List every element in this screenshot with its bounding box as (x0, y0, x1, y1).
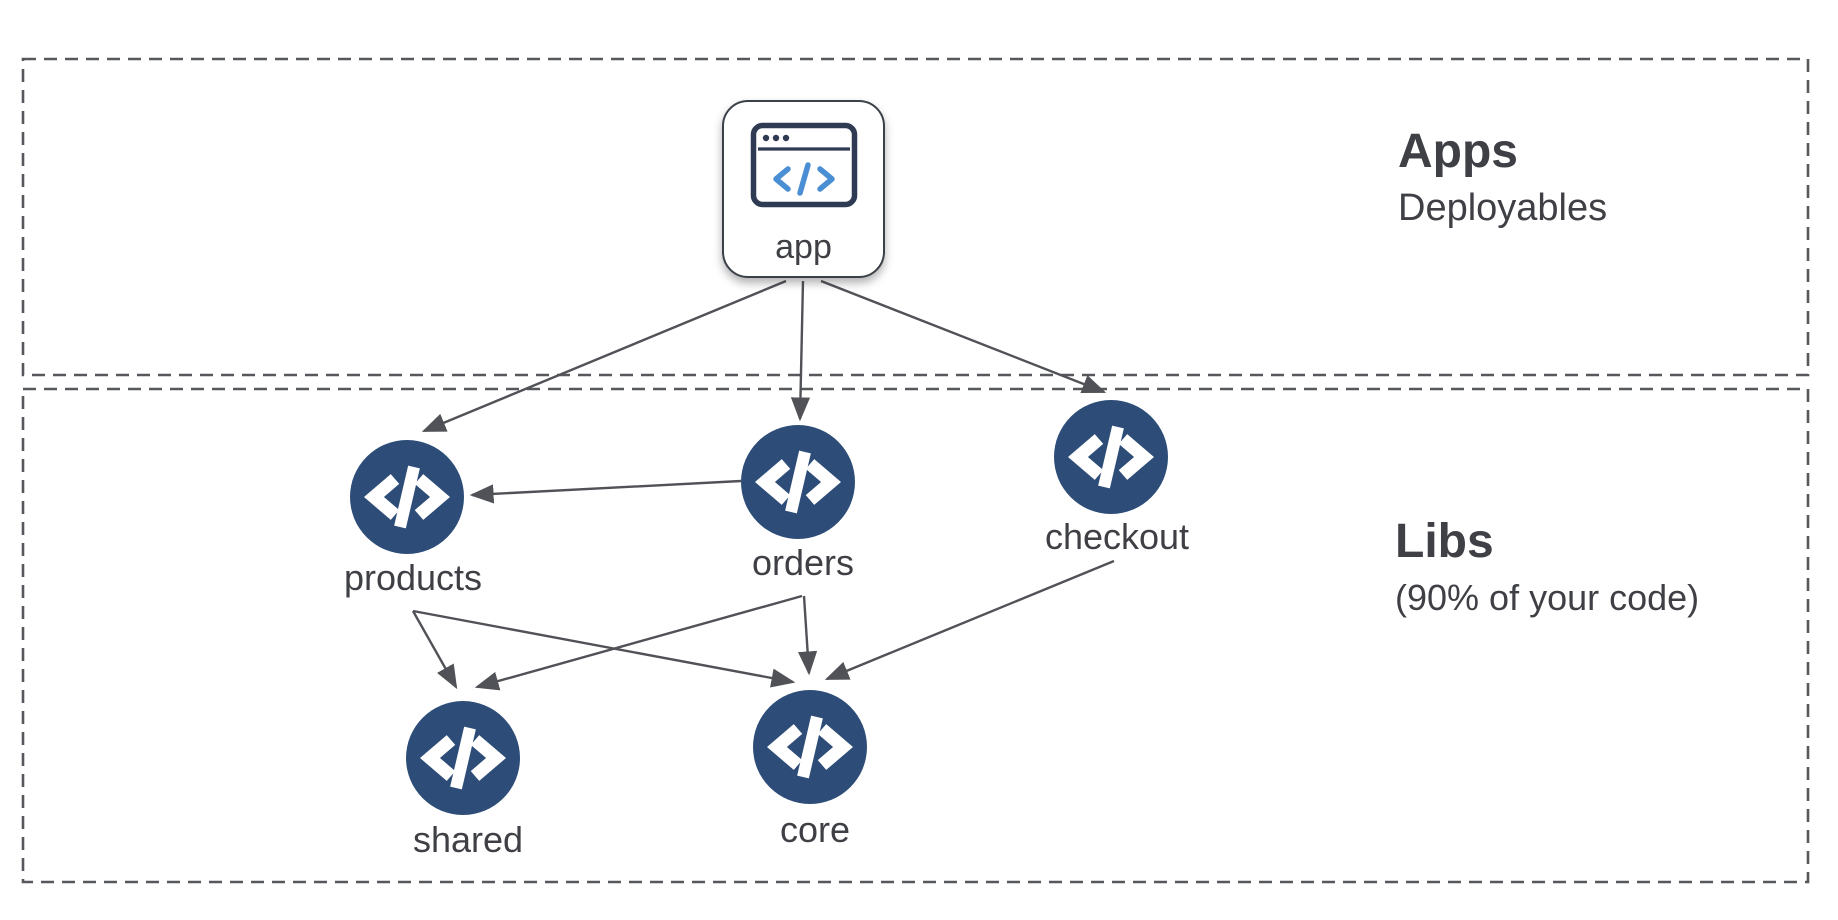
node-orders (741, 425, 855, 539)
node-label-products: products (343, 557, 483, 598)
node-label-core: core (779, 809, 851, 850)
edge-products-to-core (412, 609, 796, 688)
edge-checkout-to-core (824, 559, 1115, 681)
edge-orders-to-shared (474, 594, 803, 691)
code-chevrons-icon (753, 690, 867, 804)
edge-orders-to-products (469, 479, 742, 504)
edge-orders-to-core (798, 595, 818, 676)
libs-section-subtitle: (90% of your code) (1395, 576, 1700, 618)
edge-app-to-products (421, 279, 787, 433)
code-chevrons-icon (406, 701, 520, 815)
apps-section-border (21, 57, 1810, 377)
edge-app-to-checkout (820, 279, 1107, 394)
node-label-shared: shared (412, 819, 524, 860)
node-core (753, 690, 867, 804)
node-shared (406, 701, 520, 815)
node-label-orders: orders (751, 542, 855, 583)
browser-window-code-icon (750, 122, 857, 208)
node-app: app (722, 100, 885, 278)
node-checkout (1054, 400, 1168, 514)
libs-section-title: Libs (1395, 515, 1494, 568)
apps-section-subtitle: Deployables (1398, 186, 1608, 229)
code-chevrons-icon (741, 425, 855, 539)
libs-section-label: Libs (90% of your code) (1395, 515, 1700, 620)
edge-app-to-orders (790, 280, 811, 422)
edge-products-to-shared (411, 610, 458, 690)
node-label-app: app (775, 228, 832, 266)
apps-section-label: Apps Deployables (1398, 125, 1608, 232)
apps-section-title: Apps (1398, 125, 1518, 178)
code-chevrons-icon (1054, 400, 1168, 514)
node-label-checkout: checkout (1044, 516, 1190, 557)
node-products (350, 440, 464, 554)
libs-section-border (21, 387, 1810, 884)
code-chevrons-icon (350, 440, 464, 554)
